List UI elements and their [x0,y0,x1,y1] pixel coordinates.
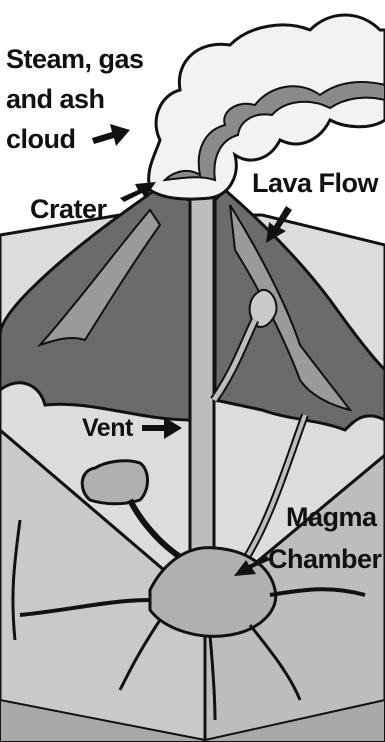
cloud-label-line-3: cloud [6,120,76,158]
magma-label-line-2: Chamber [268,540,382,578]
magma-label-line-1: Magma [286,498,377,536]
crater-label: Crater [30,190,107,228]
cloud-label-line-2: and ash [6,80,105,118]
magma-pocket [82,461,147,504]
lava-flow-label: Lava Flow [252,164,378,202]
vent-label: Vent [82,413,133,443]
vent-pipe [190,195,214,575]
cloud-label-line-1: Steam, gas [6,40,144,78]
cloud-arrow [92,124,130,146]
